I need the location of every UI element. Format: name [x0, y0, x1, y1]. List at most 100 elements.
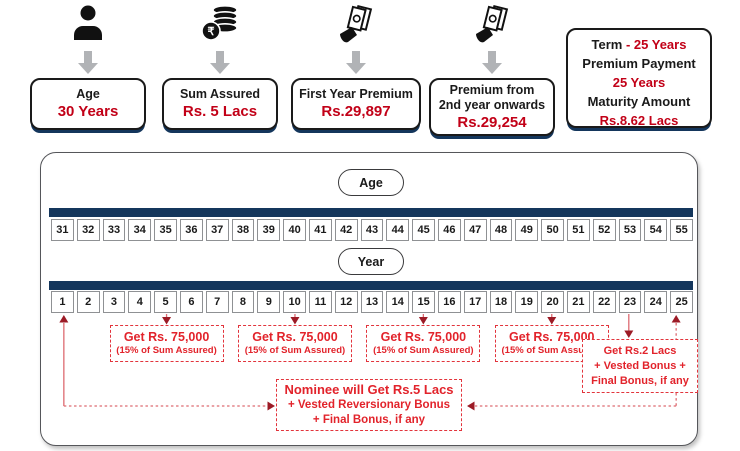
timeline-cell: 22 [592, 291, 616, 313]
svg-text:₹: ₹ [208, 26, 215, 38]
person-icon [68, 4, 108, 44]
timeline-cell: 35 [154, 219, 177, 241]
maturity-benefit-note: Get Rs.2 Lacs + Vested Bonus + Final Bonus… [582, 339, 698, 393]
timeline-cell: 19 [515, 291, 539, 313]
timeline-cell: 55 [670, 219, 693, 241]
age-bar [49, 208, 693, 217]
timeline-cell: 20 [541, 291, 564, 313]
timeline-cell: 45 [412, 219, 435, 241]
timeline-cell: 50 [541, 219, 564, 241]
note-line: Get Rs.2 Lacs [603, 344, 677, 357]
info-box-label: Sum Assured [179, 87, 261, 101]
timeline-cell: 32 [76, 219, 100, 241]
timeline-cell: 53 [618, 219, 642, 241]
survival-benefit-note: Get Rs. 75,000(15% of Sum Assured) [366, 325, 481, 362]
timeline-cell: 41 [308, 219, 332, 241]
summary-line: Term - 25 Years [591, 37, 687, 52]
note-line: + Vested Bonus + [594, 359, 686, 372]
timeline-cell: 1 [51, 291, 74, 313]
info-box-label: Age [76, 87, 100, 101]
timeline-cell: 11 [308, 291, 332, 313]
info-box-value: Rs.29,254 [457, 113, 527, 131]
timeline-cell: 38 [231, 219, 255, 241]
timeline-cell: 5 [154, 291, 177, 313]
cash-in-hand-icon [472, 4, 512, 44]
info-box-label: Premium from [449, 82, 535, 97]
timeline-cell: 10 [283, 291, 306, 313]
down-block-arrow-icon [346, 51, 366, 74]
timeline-cell: 6 [179, 291, 203, 313]
timeline-cell: 33 [102, 219, 126, 241]
timeline-cell: 47 [463, 219, 487, 241]
payout-amount: Get Rs. 75,000 [123, 330, 210, 344]
age-pill-label: Age [338, 169, 404, 196]
timeline-cell: 54 [644, 219, 668, 241]
timeline-cell: 34 [128, 219, 152, 241]
payout-detail: (15% of Sum Assured) [373, 345, 474, 356]
payout-detail: (15% of Sum Assured) [116, 345, 217, 356]
timeline-cell: 12 [334, 291, 358, 313]
timeline-cell: 4 [128, 291, 152, 313]
timeline-cell: 39 [257, 219, 281, 241]
timeline-cell: 15 [412, 291, 435, 313]
note-line: + Final Bonus, if any [312, 414, 426, 426]
timeline-cell: 7 [205, 291, 229, 313]
timeline-cell: 9 [257, 291, 281, 313]
down-block-arrow-icon [78, 51, 98, 74]
death-benefit-note: Nominee will Get Rs.5 Lacs + Vested Rever… [276, 379, 462, 431]
survival-benefit-note: Get Rs. 75,000(15% of Sum Assured) [237, 325, 352, 362]
year-bar [49, 281, 693, 290]
timeline-cell: 23 [618, 291, 642, 313]
payout-detail: (15% of Sum Assured) [501, 345, 602, 356]
note-line: Nominee will Get Rs.5 Lacs [284, 382, 454, 397]
payout-amount: Get Rs. 75,000 [380, 330, 467, 344]
timeline-cell: 48 [489, 219, 513, 241]
timeline-cell: 25 [670, 291, 693, 313]
year-pill-label: Year [338, 248, 404, 275]
timeline-cell: 13 [360, 291, 384, 313]
info-box-value: Rs. 5 Lacs [182, 103, 258, 120]
summary-line: Premium Payment [582, 56, 696, 71]
summary-line: Maturity Amount [587, 94, 691, 109]
timeline-cell: 46 [437, 219, 461, 241]
timeline-cell: 37 [205, 219, 229, 241]
timeline-cell: 2 [76, 291, 100, 313]
timeline-cell: 14 [386, 291, 410, 313]
summary-line: Rs.8.62 Lacs [599, 113, 679, 128]
payout-detail: (15% of Sum Assured) [244, 345, 346, 356]
timeline-cell: 31 [51, 219, 74, 241]
survival-benefit-note: Get Rs. 75,000(15% of Sum Assured) [109, 325, 224, 362]
timeline-cell: 49 [515, 219, 539, 241]
timeline-cell: 40 [283, 219, 306, 241]
timeline-cell: 3 [102, 291, 126, 313]
down-block-arrow-icon [210, 51, 230, 74]
note-line: Final Bonus, if any [591, 374, 689, 387]
note-line: + Vested Reversionary Bonus [287, 399, 451, 411]
timeline-cell: 16 [437, 291, 461, 313]
timeline-cell: 17 [463, 291, 487, 313]
info-box: Age 30 Years [30, 78, 146, 130]
timeline-cell: 42 [334, 219, 358, 241]
timeline-cell: 52 [592, 219, 616, 241]
timeline-cell: 18 [489, 291, 513, 313]
info-box-value: 30 Years [57, 103, 119, 120]
summary-line: 25 Years [612, 75, 666, 90]
timeline-cell: 8 [231, 291, 255, 313]
info-box-value: Rs.29,897 [321, 103, 391, 120]
payout-amount: Get Rs. 75,000 [252, 330, 338, 344]
timeline-cell: 51 [566, 219, 590, 241]
timeline-cell: 36 [179, 219, 203, 241]
down-block-arrow-icon [482, 51, 502, 74]
coin-stack-icon: ₹ [200, 4, 240, 44]
timeline-cell: 21 [566, 291, 590, 313]
connector-arrows [59, 314, 681, 411]
